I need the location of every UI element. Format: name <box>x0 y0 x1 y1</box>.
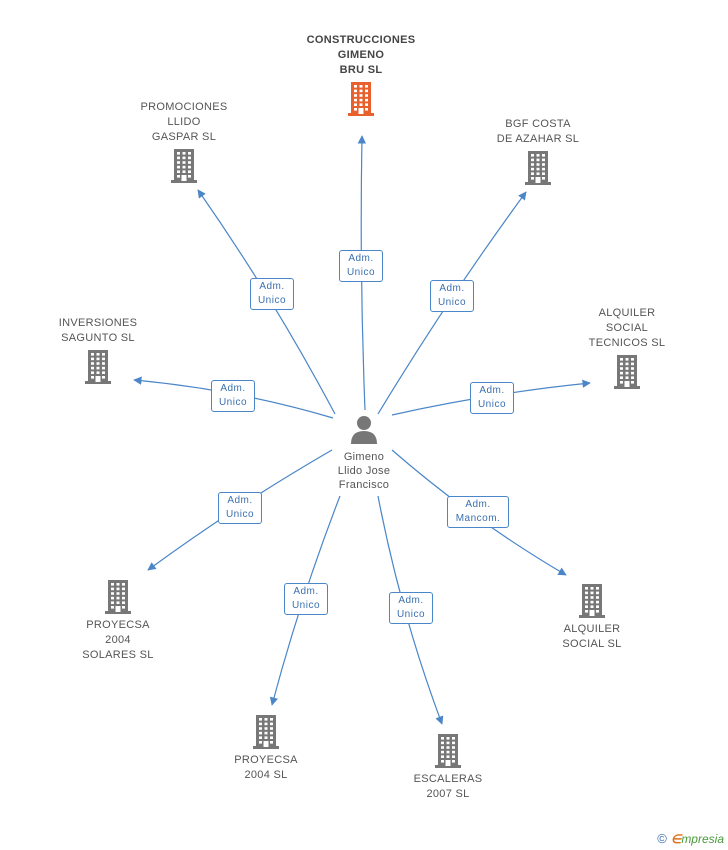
edge-label-construcciones[interactable]: Adm. Unico <box>339 250 383 282</box>
company-label: INVERSIONES SAGUNTO SL <box>58 317 138 344</box>
brand-logo-letter: ∈ <box>670 832 682 846</box>
footer-brand: ©∈mpresia <box>657 831 724 846</box>
building-icon <box>525 151 551 185</box>
company-label: CONSTRUCCIONES GIMENO BRU SL <box>306 34 416 76</box>
building-icon <box>614 355 640 389</box>
company-label: ALQUILER SOCIAL TECNICOS SL <box>588 307 666 349</box>
company-label: ALQUILER SOCIAL SL <box>562 623 622 650</box>
center-person[interactable]: Gimeno Llido Jose Francisco <box>324 414 404 492</box>
company-node-proyecsa-solares[interactable]: PROYECSA 2004 SOLARES SL <box>48 580 188 663</box>
company-node-proyecsa-2004[interactable]: PROYECSA 2004 SL <box>196 715 336 783</box>
company-label: PROYECSA 2004 SL <box>234 754 298 781</box>
company-node-promociones[interactable]: PROMOCIONES LLIDO GASPAR SL <box>114 100 254 183</box>
edge-label-escaleras[interactable]: Adm. Unico <box>389 592 433 624</box>
building-icon <box>435 734 461 768</box>
brand-logo-text: mpresia <box>681 832 724 846</box>
company-node-construcciones[interactable]: CONSTRUCCIONES GIMENO BRU SL <box>291 33 431 116</box>
company-node-bgf[interactable]: BGF COSTA DE AZAHAR SL <box>468 117 608 185</box>
edge-label-alquiler-tecnicos[interactable]: Adm. Unico <box>470 382 514 414</box>
building-icon <box>253 715 279 749</box>
company-label: PROYECSA 2004 SOLARES SL <box>82 619 154 661</box>
copyright-icon: © <box>657 831 667 846</box>
company-node-inversiones[interactable]: INVERSIONES SAGUNTO SL <box>28 316 168 384</box>
center-person-label: Gimeno Llido Jose Francisco <box>337 451 391 491</box>
company-label: BGF COSTA DE AZAHAR SL <box>496 118 580 145</box>
company-node-escaleras[interactable]: ESCALERAS 2007 SL <box>378 734 518 802</box>
building-icon <box>85 350 111 384</box>
edge-label-proyecsa-2004[interactable]: Adm. Unico <box>284 583 328 615</box>
building-icon <box>579 584 605 618</box>
edge-label-inversiones[interactable]: Adm. Unico <box>211 380 255 412</box>
building-icon <box>105 580 131 614</box>
edge-label-proyecsa-solares[interactable]: Adm. Unico <box>218 492 262 524</box>
building-icon <box>348 82 374 116</box>
company-label: ESCALERAS 2007 SL <box>413 773 483 800</box>
edge-label-promociones[interactable]: Adm. Unico <box>250 278 294 310</box>
company-label: PROMOCIONES LLIDO GASPAR SL <box>140 101 228 143</box>
building-icon <box>171 149 197 183</box>
edge-label-bgf[interactable]: Adm. Unico <box>430 280 474 312</box>
person-icon <box>351 416 377 444</box>
edge-label-alquiler-social[interactable]: Adm. Mancom. <box>447 496 509 528</box>
company-node-alquiler-tecnicos[interactable]: ALQUILER SOCIAL TECNICOS SL <box>557 306 697 389</box>
company-node-alquiler-social[interactable]: ALQUILER SOCIAL SL <box>522 584 662 652</box>
